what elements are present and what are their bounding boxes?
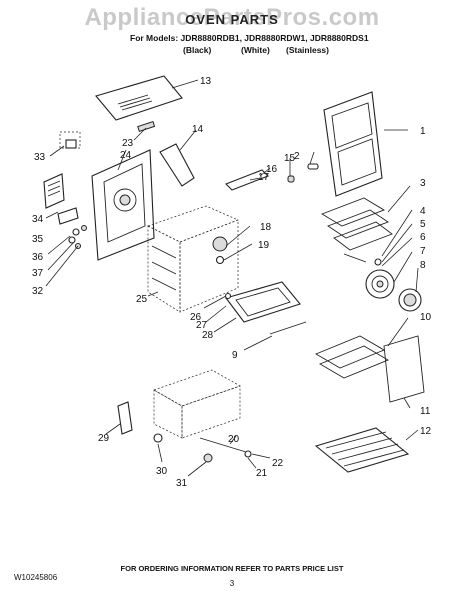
- part-convection-fan: [365, 269, 395, 299]
- callout-35: 35: [32, 234, 44, 245]
- callout-27: 27: [196, 320, 208, 331]
- part-hinge: [117, 401, 133, 435]
- variant-stainless: (Stainless): [286, 45, 329, 55]
- part-30: [153, 433, 163, 443]
- callout-8: 8: [420, 260, 426, 271]
- callout-23: 23: [122, 138, 134, 149]
- part-31: [203, 453, 213, 463]
- callout-31: 31: [176, 478, 188, 489]
- callout-15: 15: [284, 153, 296, 164]
- part-21-22: [244, 450, 252, 458]
- variant-black: (Black): [183, 45, 212, 55]
- part-20: [199, 437, 247, 453]
- callout-20: 20: [228, 434, 240, 445]
- part-oven-frame: [224, 281, 301, 323]
- part-bracket-33: [59, 131, 81, 149]
- callout-18: 18: [260, 222, 272, 233]
- part-strip: [137, 120, 156, 132]
- part-fittings: [68, 225, 87, 249]
- callout-17: 17: [258, 172, 270, 183]
- part-oven-cavity: [147, 205, 239, 313]
- variant-white: (White): [241, 45, 270, 55]
- callout-12: 12: [420, 426, 432, 437]
- document-code: W10245806: [14, 573, 58, 582]
- part-top-panel: [95, 75, 183, 121]
- watermark-text: AppliancePartsPros.com: [84, 4, 380, 31]
- callout-36: 36: [32, 252, 44, 263]
- callout-33: 33: [34, 152, 46, 163]
- part-5: [374, 258, 382, 266]
- part-fan-blade: [398, 288, 422, 312]
- callout-4: 4: [420, 206, 426, 217]
- part-broil-element: [314, 335, 390, 379]
- part-lower-cavity: [153, 369, 241, 439]
- callout-13: 13: [200, 76, 212, 87]
- callout-7: 7: [420, 246, 426, 257]
- part-9-rod: [269, 321, 307, 335]
- page-title: OVEN PARTS: [185, 12, 279, 27]
- callout-16: 16: [266, 164, 278, 175]
- callout-34: 34: [32, 214, 44, 225]
- callout-24: 24: [120, 150, 132, 161]
- models-line: For Models: JDR8880RDB1, JDR8880RDW1, JD…: [130, 33, 369, 43]
- callout-labels: 1 2 3 4 5 6 7 8 9 10 11 12 13 14 15 16 1…: [32, 76, 432, 489]
- callout-3: 3: [420, 178, 426, 189]
- callout-10: 10: [420, 312, 432, 323]
- callout-14: 14: [192, 124, 204, 135]
- callout-1: 1: [420, 126, 426, 137]
- callout-37: 37: [32, 268, 44, 279]
- part-oven-door: [323, 91, 383, 197]
- page-number: 3: [229, 579, 235, 588]
- ordering-note: FOR ORDERING INFORMATION REFER TO PARTS …: [120, 564, 344, 573]
- callout-26: 26: [190, 312, 202, 323]
- part-14: [159, 143, 195, 187]
- callout-25: 25: [136, 294, 148, 305]
- callout-11: 11: [420, 406, 431, 417]
- part-bake-element: [320, 197, 393, 251]
- part-oven-rack: [314, 427, 410, 473]
- callout-2: 2: [294, 151, 300, 162]
- callout-28: 28: [202, 330, 214, 341]
- callout-32: 32: [32, 286, 44, 297]
- part-back-panel: [91, 149, 155, 261]
- part-35: [57, 207, 79, 225]
- part-34: [43, 173, 65, 209]
- part-small-set: [225, 163, 319, 191]
- callout-6: 6: [420, 232, 426, 243]
- callout-30: 30: [156, 466, 168, 477]
- callout-21: 21: [256, 468, 268, 479]
- callout-5: 5: [420, 219, 426, 230]
- leader-lines: [45, 79, 419, 477]
- part-gasket: [383, 335, 425, 403]
- callout-22: 22: [272, 458, 284, 469]
- callout-29: 29: [98, 433, 110, 444]
- part-4: [343, 253, 367, 263]
- callout-9: 9: [232, 350, 238, 361]
- callout-19: 19: [258, 240, 270, 251]
